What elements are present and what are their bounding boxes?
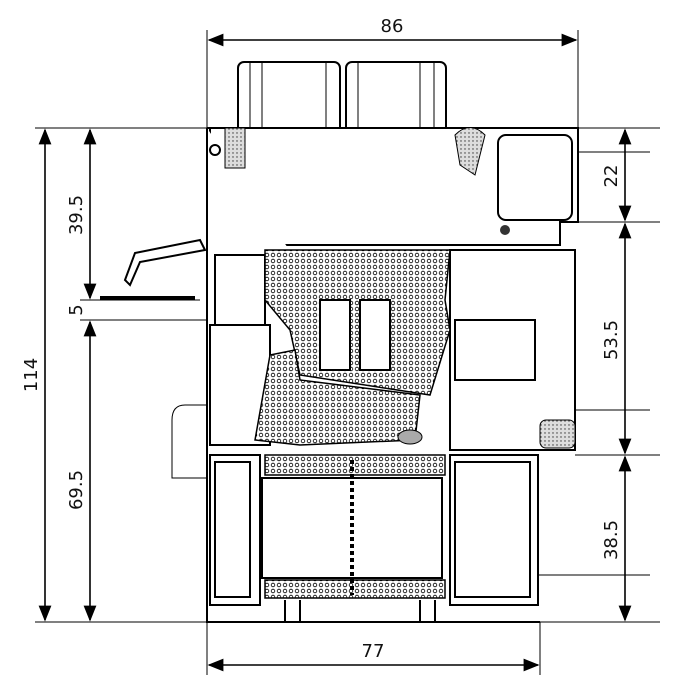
right-gasket <box>539 419 576 449</box>
thermal-break-lower-bottom <box>264 579 446 599</box>
dim-label-middle-right: 53.5 <box>601 320 622 360</box>
top-right-chamber <box>497 134 573 221</box>
dimension-lines <box>38 33 632 672</box>
drip-cap <box>123 238 207 287</box>
thermal-break-lower-top <box>264 454 446 476</box>
dim-label-top-right: 22 <box>601 165 622 188</box>
extension-lines <box>35 30 660 675</box>
dim-label-lower-left: 69.5 <box>66 470 87 510</box>
thermal-break-upper <box>264 249 451 396</box>
dim-label-bottom-right: 38.5 <box>601 520 622 560</box>
glazing-gasket <box>254 349 421 446</box>
dim-label-gap-left: 5 <box>66 304 87 315</box>
top-left-gasket <box>224 127 246 169</box>
dim-label-overall-width: 86 <box>381 16 404 37</box>
dim-label-overall-height: 114 <box>21 358 42 392</box>
dim-label-upper-left: 39.5 <box>66 195 87 235</box>
dim-label-sash-width: 77 <box>362 641 385 662</box>
profile-section <box>100 61 579 623</box>
